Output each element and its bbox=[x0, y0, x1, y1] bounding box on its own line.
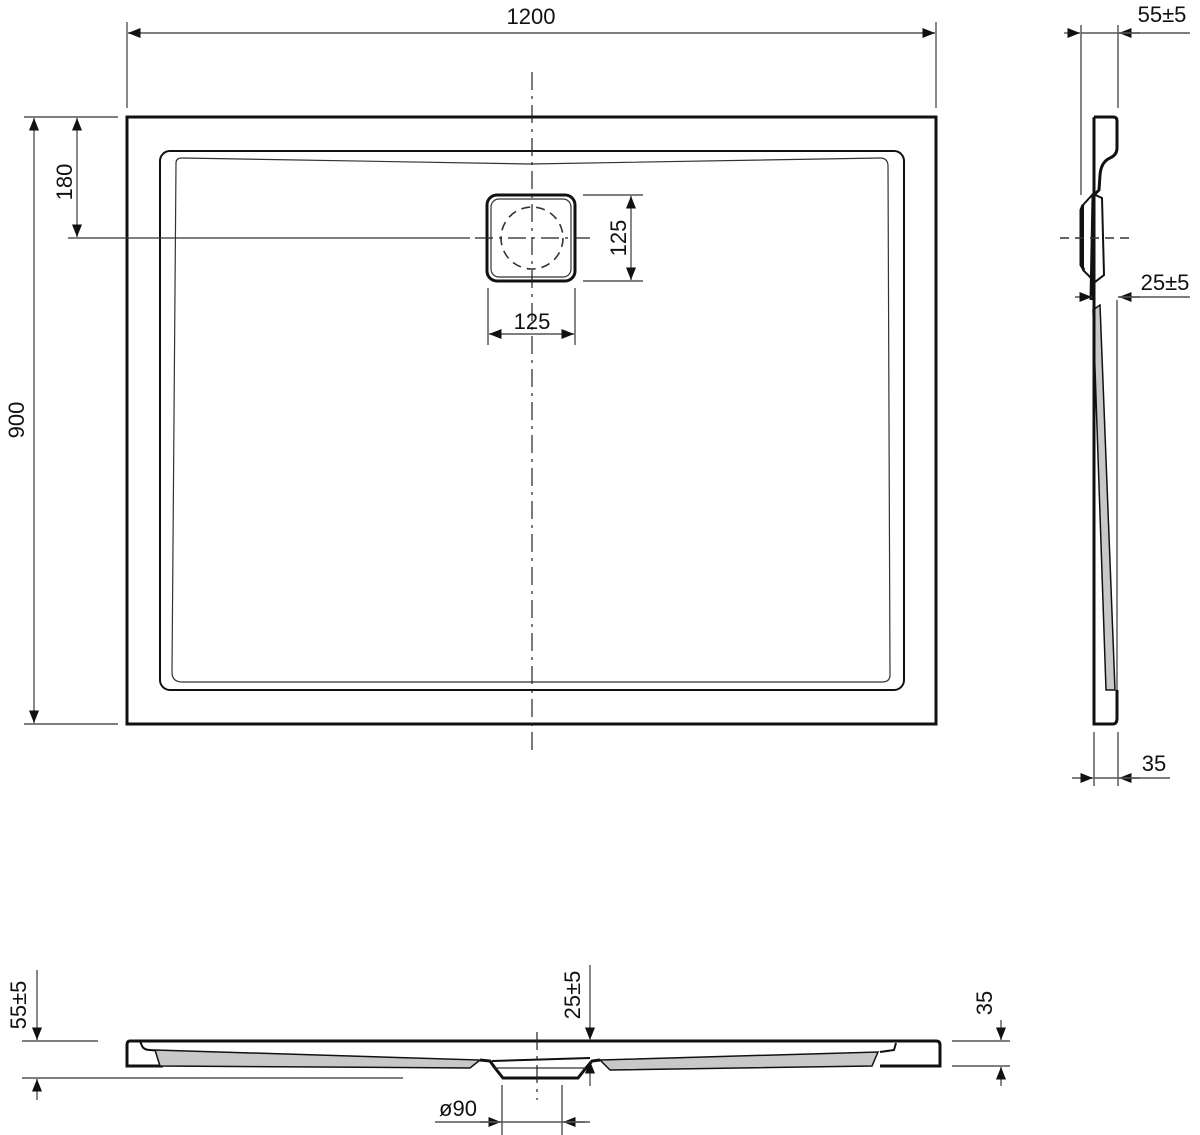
side-rim-thickness-label: 35 bbox=[1142, 751, 1166, 776]
right-rim-inner bbox=[879, 1042, 897, 1053]
side-section-fill bbox=[1092, 303, 1116, 691]
side-profile-lower bbox=[1092, 117, 1119, 726]
drain-cover-width-label: 125 bbox=[514, 309, 551, 334]
drain-offset-label: 180 bbox=[52, 164, 77, 201]
width-dimension-label: 1200 bbox=[507, 4, 556, 29]
top-view: 1200 900 180 125 125 bbox=[4, 4, 938, 755]
side-drain-height-label: 25±5 bbox=[1141, 270, 1190, 295]
front-section-view: 55±5 25±5 35 ø90 bbox=[6, 965, 1010, 1135]
left-rim-inner bbox=[139, 1040, 176, 1053]
front-total-height-label: 55±5 bbox=[6, 981, 31, 1030]
drain-cover-height-label: 125 bbox=[606, 220, 631, 257]
drain-cover-top bbox=[491, 1057, 591, 1062]
depth-dimension-label: 900 bbox=[4, 402, 29, 439]
side-total-height-label: 55±5 bbox=[1138, 2, 1187, 27]
recess-inner-edge bbox=[171, 157, 891, 683]
left-rim bbox=[125, 1039, 163, 1068]
left-section-fill bbox=[153, 1049, 483, 1069]
side-profile-upper bbox=[1089, 115, 1119, 301]
drain-body bbox=[479, 1058, 601, 1080]
front-drain-height-label: 25±5 bbox=[560, 971, 585, 1020]
side-view: 55±5 25±5 35 bbox=[1060, 2, 1190, 786]
right-section-fill bbox=[598, 1051, 880, 1071]
drain-diameter-label: ø90 bbox=[439, 1096, 477, 1121]
right-rim bbox=[880, 1039, 942, 1068]
front-rim-thickness-label: 35 bbox=[972, 991, 997, 1015]
